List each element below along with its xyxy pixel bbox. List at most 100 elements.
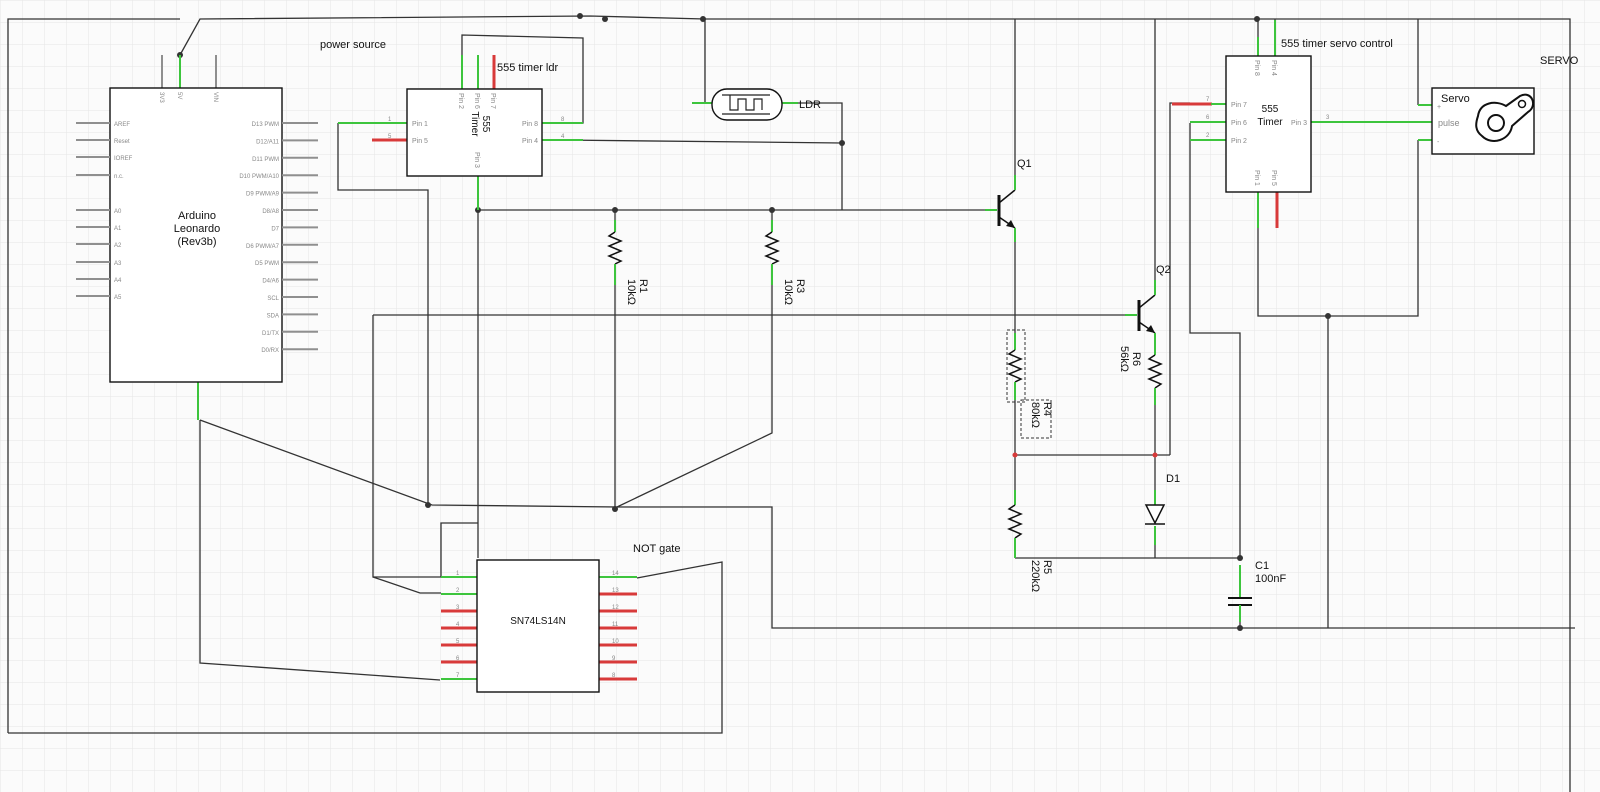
t1-title: 555 (480, 116, 491, 133)
ic-pin-num: 2 (456, 588, 460, 594)
servo-hub-icon (1487, 114, 1505, 132)
label-r1: R1 (637, 279, 649, 293)
wire-t1-pin1[interactable] (337, 123, 429, 505)
resistor-r5[interactable] (1007, 490, 1023, 558)
junction-dot (839, 140, 845, 146)
wire-bottom-gnd[interactable] (617, 506, 1575, 629)
t2-pin8-label: Pin 8 (1253, 60, 1260, 76)
wire-left-rail[interactable] (7, 18, 180, 733)
ic-pin-num: 7 (456, 673, 460, 679)
junction-dot (602, 16, 608, 22)
label-r5-value: 220kΩ (1029, 560, 1041, 592)
label-r1-value: 10kΩ (625, 279, 637, 305)
q1-arrow-icon (1006, 220, 1015, 228)
ldr-sensor[interactable] (692, 88, 798, 121)
t1-body[interactable] (406, 88, 543, 177)
arduino-pin-label: D7 (271, 226, 279, 232)
label-r6-value: 56kΩ (1118, 346, 1130, 372)
junction-dot (700, 16, 706, 22)
arduino-leonardo[interactable]: 3V3 5V VIN AREFResetIOREFn.c.A0A1A2A3A4A… (76, 55, 318, 420)
resistor-r1[interactable] (607, 220, 623, 285)
ic-pin-num: 8 (612, 673, 616, 679)
component-labels: power source 555 timer ldr LDR 555 timer… (320, 38, 1579, 592)
wire-gnd-ic[interactable] (199, 420, 441, 681)
wire-ldr-right[interactable] (798, 102, 843, 143)
label-r6: R6 (1130, 352, 1142, 366)
servo-name: Servo (1441, 93, 1470, 105)
resistor-r4[interactable] (1006, 329, 1052, 439)
label-not-gate: NOT gate (633, 543, 681, 555)
diode-d1[interactable] (1144, 490, 1166, 558)
t1-pin4-label: Pin 4 (522, 138, 538, 145)
ldr-body[interactable] (711, 88, 783, 121)
wire-ic-1a[interactable] (440, 522, 478, 577)
t2-title: 555 (1262, 104, 1279, 115)
junctions (177, 13, 1331, 631)
q2-collector-leg (1138, 294, 1156, 309)
t2-body[interactable] (1225, 55, 1312, 193)
t1-subtitle: Timer (469, 111, 480, 137)
pin-label: 5V (176, 92, 182, 99)
transistor-q1[interactable] (985, 175, 1016, 242)
r1-zigzag-icon (607, 231, 623, 265)
wire-bottom-rail[interactable] (8, 561, 723, 734)
timer-555-servo[interactable]: Pin 7 Pin 6 Pin 2 Pin 3 7 6 2 3 Pin 8 Pi… (1172, 20, 1345, 228)
d1-triangle-icon (1144, 504, 1166, 525)
junction-dot (1325, 313, 1331, 319)
ldr-pattern-icon (722, 94, 770, 115)
ic-pin-num: 4 (456, 622, 460, 628)
arduino-pin-label: D12/A11 (256, 139, 280, 145)
wires (7, 15, 1575, 792)
ic-pin-num: 13 (612, 588, 619, 594)
wire-top-rail[interactable] (179, 15, 1571, 792)
t2-subtitle: Timer (1257, 117, 1283, 128)
r3-zigzag-icon (764, 231, 780, 265)
t2-pin7-label: Pin 7 (1231, 102, 1247, 109)
ic-pin-num: 5 (456, 639, 460, 645)
t2-pin2-num: 2 (1206, 133, 1210, 139)
t2-pin7-num: 7 (1206, 97, 1210, 103)
arduino-pin-label: n.c. (114, 174, 124, 180)
ic-body[interactable] (476, 559, 600, 693)
timer-555-ldr[interactable]: Pin 1 Pin 5 Pin 8 Pin 4 1 5 8 4 Pin 2 Pi… (338, 55, 583, 210)
arduino-pin-label: D13 PWM (252, 122, 279, 128)
junction-dot (577, 13, 583, 19)
t1-pin4-num: 4 (561, 134, 565, 140)
arduino-pin-label: A0 (114, 209, 122, 215)
arduino-model: Leonardo (174, 223, 221, 235)
servo-motor[interactable]: Servo + pulse - (1345, 87, 1535, 155)
t2-pin5-label: Pin 5 (1270, 170, 1277, 186)
capacitor-c1[interactable] (1228, 565, 1252, 622)
arduino-pin-label: D8/A8 (262, 209, 279, 215)
label-r3: R3 (794, 279, 806, 293)
ic-pin-num: 9 (612, 656, 616, 662)
pin-label: 3V3 (158, 92, 164, 103)
t2-pin1-label: Pin 1 (1253, 170, 1260, 186)
ic-sn74ls14n[interactable]: 1A11Y22A32Y43A53Y6GND7 VCC146A136Y125A11… (441, 559, 637, 693)
servo-pulse-label: pulse (1438, 118, 1460, 128)
r4-label-box (1020, 399, 1052, 439)
t2-pin2-label: Pin 2 (1231, 138, 1247, 145)
junction-dot (1152, 452, 1158, 458)
t2-pin6-label: Pin 6 (1231, 120, 1247, 127)
wire-gnd-bus[interactable] (199, 419, 618, 508)
transistor-q2[interactable] (1125, 280, 1156, 345)
arduino-pin-label: D4/A6 (262, 279, 279, 285)
wire-t2-pin6[interactable] (1189, 123, 1241, 560)
wire-r3-bottom[interactable] (616, 285, 773, 508)
arduino-pin-label: A2 (114, 243, 122, 249)
arduino-pin-label: D6 PWM/A7 (246, 244, 280, 250)
resistor-r3[interactable] (764, 220, 780, 285)
wire-t2-pin1[interactable] (1257, 140, 1419, 317)
arduino-body[interactable] (109, 87, 283, 383)
wire-ic-1y[interactable] (372, 576, 441, 594)
wire-t1-pin4[interactable] (559, 139, 843, 144)
ic-pin-num: 11 (612, 622, 619, 628)
q2-arrow-icon (1146, 325, 1155, 333)
arduino-pin-label: IOREF (114, 156, 133, 162)
t2-pin3-label: Pin 3 (1291, 120, 1307, 127)
junction-dot (769, 207, 775, 213)
ic-pin-num: 12 (612, 605, 619, 611)
r4-zigzag-icon (1007, 349, 1023, 383)
